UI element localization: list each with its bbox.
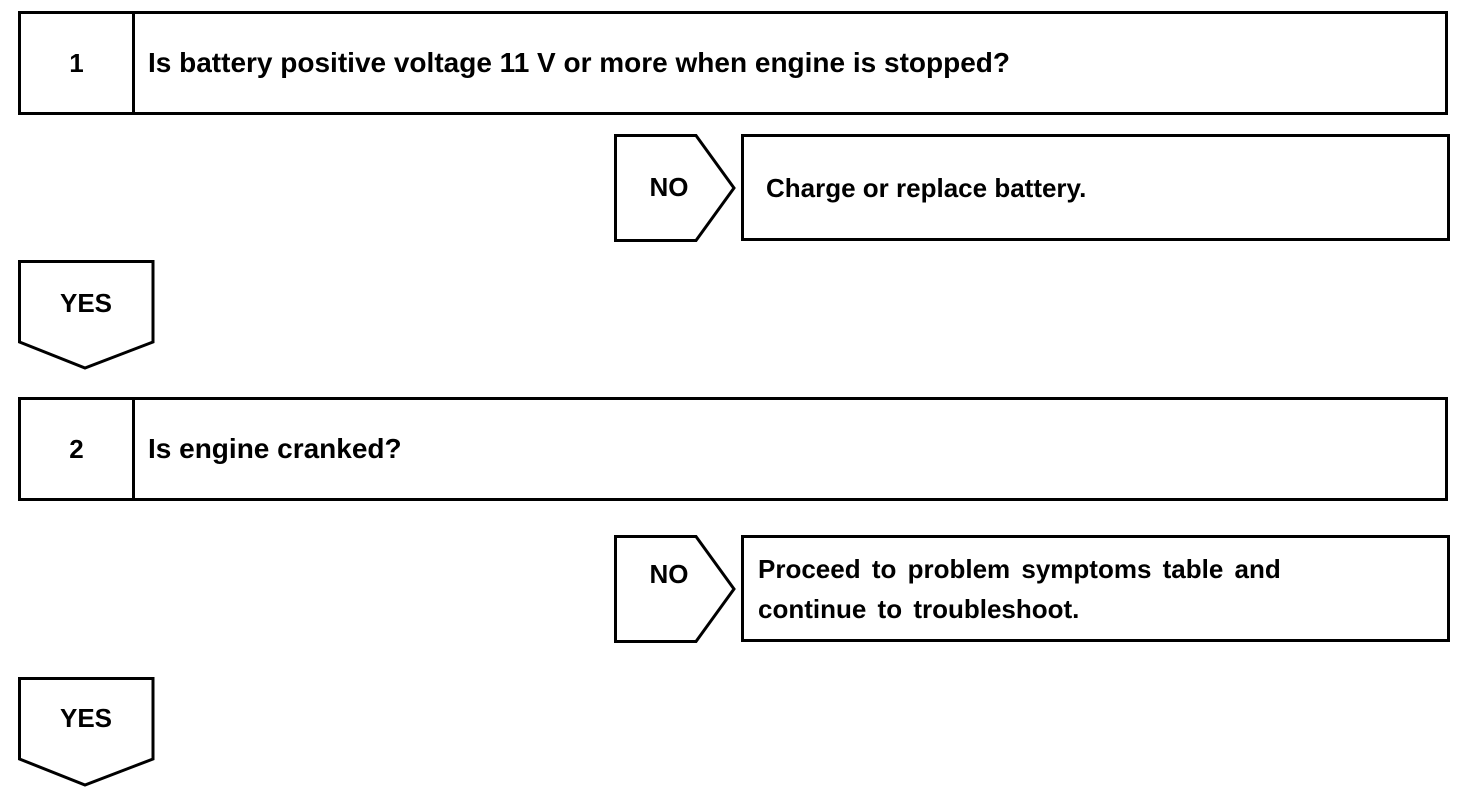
no-action-1-line-1: Charge or replace battery. xyxy=(766,172,1087,203)
step-1-number: 1 xyxy=(21,14,135,112)
no-action-1-box: Charge or replace battery. xyxy=(741,134,1450,241)
yes-arrow-1: YES xyxy=(18,260,156,372)
step-2-question: Is engine cranked? xyxy=(148,433,402,464)
step-2-number: 2 xyxy=(21,400,135,498)
no-arrow-2-shape xyxy=(614,535,736,643)
yes-arrow-2: YES xyxy=(18,677,156,789)
yes-label-1: YES xyxy=(59,288,113,318)
yes-arrow-1-shape xyxy=(18,260,155,370)
no-arrow-1: NO xyxy=(614,134,736,244)
no-arrow-2: NO xyxy=(614,535,736,645)
step-2-box: 2 Is engine cranked? xyxy=(18,397,1448,501)
no-action-2-line-1: Proceed to problem symptoms table and xyxy=(758,553,1281,584)
no-action-2-box: Proceed to problem symptoms table and co… xyxy=(741,535,1450,642)
step-1-question: Is battery positive voltage 11 V or more… xyxy=(148,47,1010,78)
no-action-2-line-2: continue to troubleshoot. xyxy=(758,593,1080,624)
step-1-box: 1 Is battery positive voltage 11 V or mo… xyxy=(18,11,1448,115)
no-arrow-1-shape xyxy=(614,134,736,242)
yes-label-2: YES xyxy=(59,703,113,733)
no-label-1: NO xyxy=(649,172,689,202)
no-label-2: NO xyxy=(649,559,689,589)
yes-arrow-2-shape xyxy=(18,677,155,787)
